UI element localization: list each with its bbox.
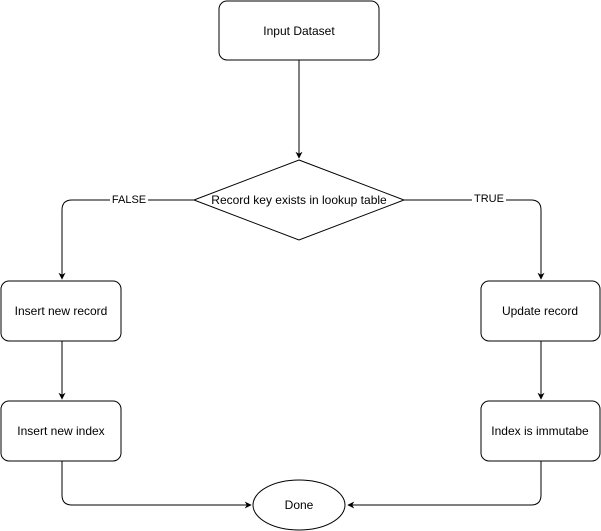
- node-done[interactable]: Done: [252, 479, 346, 531]
- node-index-is-immutable[interactable]: Index is immutabe: [480, 400, 601, 462]
- false-edge-label: FALSE: [112, 194, 146, 206]
- node-insert-new-index[interactable]: Insert new index: [0, 400, 122, 462]
- edge-labels: FALSE TRUE: [110, 192, 506, 206]
- node-decision[interactable]: Record key exists in lookup table: [192, 159, 406, 241]
- true-edge-label: TRUE: [474, 193, 504, 205]
- edge-decision-false-to-insert-record: [58, 199, 194, 280]
- node-insert-new-record[interactable]: Insert new record: [0, 280, 122, 342]
- node-input-dataset[interactable]: Input Dataset: [218, 0, 380, 61]
- edge-decision-true-to-update-record: [404, 199, 545, 280]
- node-update-record[interactable]: Update record: [480, 280, 601, 342]
- node-update-record-label: Update record: [502, 304, 578, 318]
- node-insert-new-index-label: Insert new index: [17, 424, 104, 438]
- node-decision-label: Record key exists in lookup table: [211, 193, 387, 207]
- node-input-dataset-label: Input Dataset: [263, 24, 335, 38]
- edges: [58, 60, 545, 509]
- node-index-is-immutable-label: Index is immutabe: [491, 424, 589, 438]
- node-insert-new-record-label: Insert new record: [15, 304, 108, 318]
- node-done-label: Done: [285, 498, 314, 512]
- edge-index-immutable-to-done: [347, 461, 542, 509]
- edge-insert-index-to-done: [61, 461, 252, 509]
